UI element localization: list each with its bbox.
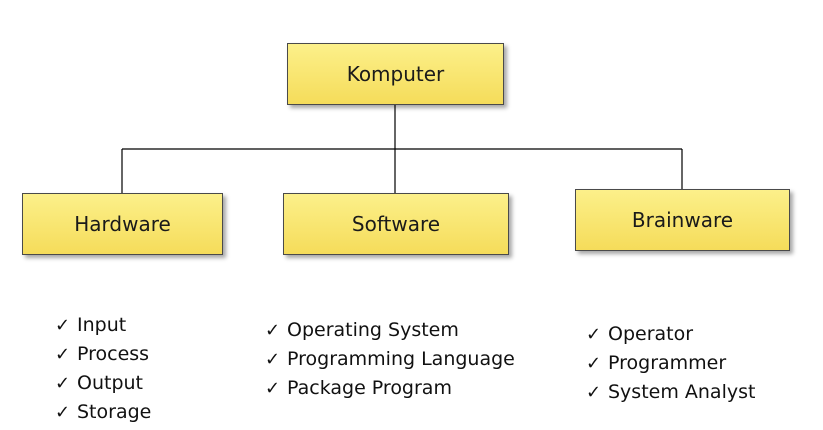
node-software: Software — [283, 193, 509, 255]
checkmark-icon: ✓ — [586, 353, 602, 374]
root-node-label: Komputer — [346, 62, 445, 86]
list-item-label: Input — [77, 314, 127, 336]
list-item: ✓ Output — [55, 369, 151, 398]
list-item: ✓ Process — [55, 340, 151, 369]
checkmark-icon: ✓ — [265, 320, 281, 341]
list-item: ✓ Programmer — [586, 349, 755, 378]
list-item-label: Package Program — [287, 377, 452, 399]
checkmark-icon: ✓ — [586, 382, 602, 403]
list-item: ✓ Programming Language — [265, 345, 515, 374]
checkmark-icon: ✓ — [265, 378, 281, 399]
list-item-label: Operating System — [287, 319, 459, 341]
checkmark-icon: ✓ — [265, 349, 281, 370]
list-item: ✓ Package Program — [265, 374, 515, 403]
root-node-komputer: Komputer — [287, 43, 504, 105]
list-item-label: System Analyst — [608, 381, 756, 403]
list-item-label: Programmer — [608, 352, 727, 374]
checkmark-icon: ✓ — [55, 315, 71, 336]
node-software-label: Software — [351, 212, 441, 236]
checkmark-icon: ✓ — [55, 373, 71, 394]
node-hardware-label: Hardware — [74, 212, 171, 236]
software-items-list: ✓Operating System ✓Programming Language … — [265, 316, 515, 403]
node-brainware-label: Brainware — [631, 208, 734, 232]
hardware-items-list: ✓ Input ✓ Process ✓ Output ✓ Storage — [55, 311, 151, 427]
list-item-label: Storage — [77, 401, 152, 423]
list-item: ✓ Operating System — [265, 316, 515, 345]
list-item: ✓ Operator — [586, 320, 755, 349]
checkmark-icon: ✓ — [55, 344, 71, 365]
list-item: ✓ System Analyst — [586, 378, 755, 407]
list-item-label: Process — [77, 343, 150, 365]
list-item-label: Programming Language — [287, 348, 515, 370]
list-item: ✓ Input — [55, 311, 151, 340]
node-brainware: Brainware — [575, 189, 790, 251]
list-item-label: Output — [77, 372, 143, 394]
brainware-items-list: ✓ Operator ✓ Programmer ✓ System Analyst — [586, 320, 755, 407]
checkmark-icon: ✓ — [586, 324, 602, 345]
node-hardware: Hardware — [22, 193, 223, 255]
checkmark-icon: ✓ — [55, 402, 71, 423]
list-item: ✓ Storage — [55, 398, 151, 427]
list-item-label: Operator — [608, 323, 694, 345]
